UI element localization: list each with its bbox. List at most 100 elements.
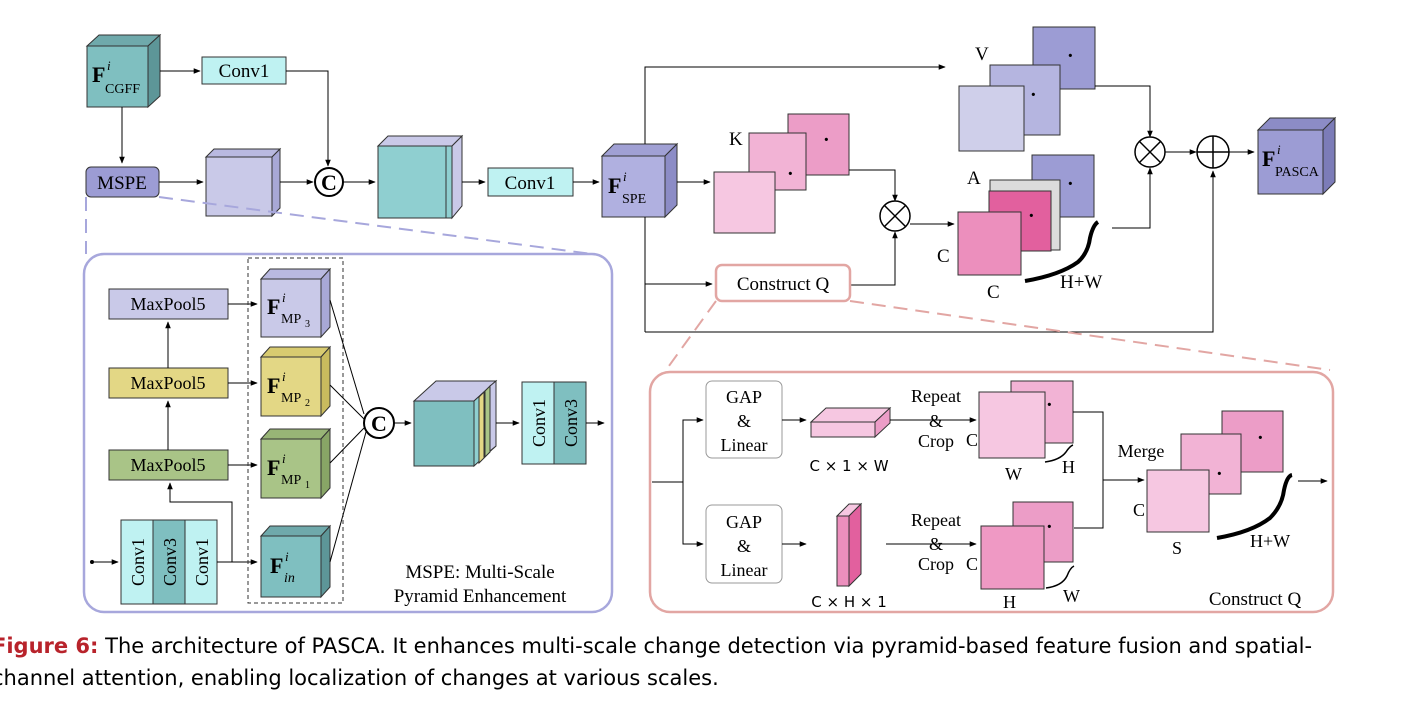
f-mp1-sub: MP (281, 473, 301, 488)
f-cgff-cube: F i CGFF (85, 33, 162, 109)
v-dots-1: · (1067, 45, 1074, 67)
rep-bottom-c: C (966, 554, 978, 574)
merged-hw: H+W (1250, 531, 1290, 551)
f-mp1-subsub: 1 (305, 480, 310, 491)
f-cgff-sub: CGFF (105, 82, 140, 97)
maxpool-3-box: MaxPool5 (108, 288, 229, 320)
rc-top-1: Repeat (911, 386, 961, 406)
fused-cube (412, 379, 498, 468)
slab-ch1 (835, 502, 863, 588)
construct-q-label: Construct Q (737, 274, 830, 295)
conv1-top-box: Conv1 (201, 56, 287, 85)
concat-mspe-label: C (371, 411, 387, 436)
maxpool-2-box: MaxPool5 (108, 367, 229, 399)
a-stack: · · A C C H+W (937, 154, 1102, 303)
maxpool-2-label: MaxPool5 (130, 373, 205, 393)
k-label: K (729, 129, 743, 150)
k-dots-2: · (787, 163, 794, 185)
concat-node-top: C (314, 167, 344, 197)
gap-bottom-1: GAP (726, 512, 762, 532)
conv1-mid-box: Conv1 (487, 167, 574, 197)
conv-stack-3: Conv1 (192, 538, 212, 586)
multiply-node-2 (1134, 136, 1166, 168)
mspe-panel (82, 252, 614, 614)
f-mp3-sup: i (282, 290, 286, 305)
construct-q-box: Construct Q (714, 263, 852, 303)
gap-bottom-3: Linear (721, 560, 768, 580)
rc-bottom-3: Crop (918, 554, 954, 574)
rep-top-h: H (1062, 457, 1075, 477)
rep-bottom-w: W (1063, 586, 1080, 606)
merged-q-stack: · · C S H+W (1133, 410, 1293, 558)
rep-top-w: W (1005, 464, 1022, 484)
f-pasca-sub: PASCA (1275, 165, 1320, 180)
a-hw-label: H+W (1060, 272, 1102, 293)
rep-bottom-h: H (1003, 592, 1016, 612)
f-cgff-base: F (92, 62, 105, 87)
maxpool-1-box: MaxPool5 (108, 449, 229, 481)
repeat-stack-bottom: · C H W (966, 501, 1080, 612)
a-dots-1: · (1067, 173, 1074, 195)
concat-top-label: C (321, 170, 337, 195)
f-in-sub: in (284, 571, 295, 586)
f-in-sup: i (285, 549, 289, 564)
rc-bottom-1: Repeat (911, 510, 961, 530)
k-dots-1: · (823, 129, 830, 151)
rep-top-c: C (966, 430, 978, 450)
merged-s: S (1172, 538, 1182, 558)
mspe-label: MSPE (97, 173, 147, 194)
gap-top-3: Linear (721, 435, 768, 455)
f-mp1-cube: F i MP 1 (259, 427, 332, 500)
feature-group-frame (247, 257, 344, 604)
f-mp2-sup: i (282, 369, 286, 384)
mspe-box: MSPE (85, 166, 160, 198)
dim-top-label: C × 1 × W (809, 457, 888, 475)
dim-bottom-label: C × H × 1 (811, 593, 887, 611)
gap-linear-top: GAP & Linear (705, 380, 783, 459)
v-stack: · · V (958, 26, 1096, 152)
figure-number: Figure 6: (0, 634, 99, 658)
f-mp3-subsub: 3 (305, 319, 310, 330)
conv1-top-label: Conv1 (219, 61, 270, 82)
merged-dots-2: · (1216, 463, 1223, 485)
conv-stack-1: Conv1 (128, 538, 148, 586)
k-stack: · · K (713, 113, 850, 234)
maxpool-1-label: MaxPool5 (130, 455, 205, 475)
f-pasca-base: F (1262, 146, 1275, 171)
conv-stack-output: Conv1 Conv3 (521, 381, 587, 465)
f-mp2-subsub: 2 (305, 398, 310, 409)
f-mp2-base: F (267, 373, 280, 398)
f-mp1-base: F (267, 455, 280, 480)
add-node (1196, 135, 1230, 169)
concat-cube (376, 134, 464, 220)
a-label: A (967, 168, 981, 189)
f-mp3-sub: MP (281, 312, 301, 327)
conv-stack-2: Conv3 (160, 538, 180, 586)
f-pasca-cube: F i PASCA (1256, 116, 1337, 196)
f-in-base: F (270, 553, 283, 578)
gap-bottom-2: & (737, 536, 751, 556)
v-dots-2: · (1030, 84, 1037, 106)
rc-top-2: & (929, 411, 943, 431)
out-stack-2: Conv3 (561, 399, 581, 447)
caption-line-1: The architecture of PASCA. It enhances m… (98, 634, 1313, 658)
multiply-node-1 (879, 200, 911, 232)
concat-node-mspe: C (363, 407, 395, 439)
f-spe-cube: F i SPE (600, 142, 679, 219)
repeat-stack-top: · C W H (966, 380, 1075, 484)
rc-top-3: Crop (918, 431, 954, 451)
v-label: V (975, 44, 989, 65)
f-spe-sub: SPE (622, 192, 646, 207)
maxpool-3-label: MaxPool5 (130, 294, 205, 314)
f-mp2-sub: MP (281, 391, 301, 406)
a-c-side: C (937, 246, 950, 267)
rep-top-dots: · (1046, 394, 1053, 416)
slab-c1w (809, 406, 892, 439)
f-spe-sup: i (623, 169, 627, 184)
a-dots-2: · (1028, 205, 1035, 227)
conv1-mid-label: Conv1 (505, 173, 556, 194)
merged-c: C (1133, 500, 1145, 520)
merge-label: Merge (1118, 441, 1165, 461)
f-mp3-base: F (267, 294, 280, 319)
